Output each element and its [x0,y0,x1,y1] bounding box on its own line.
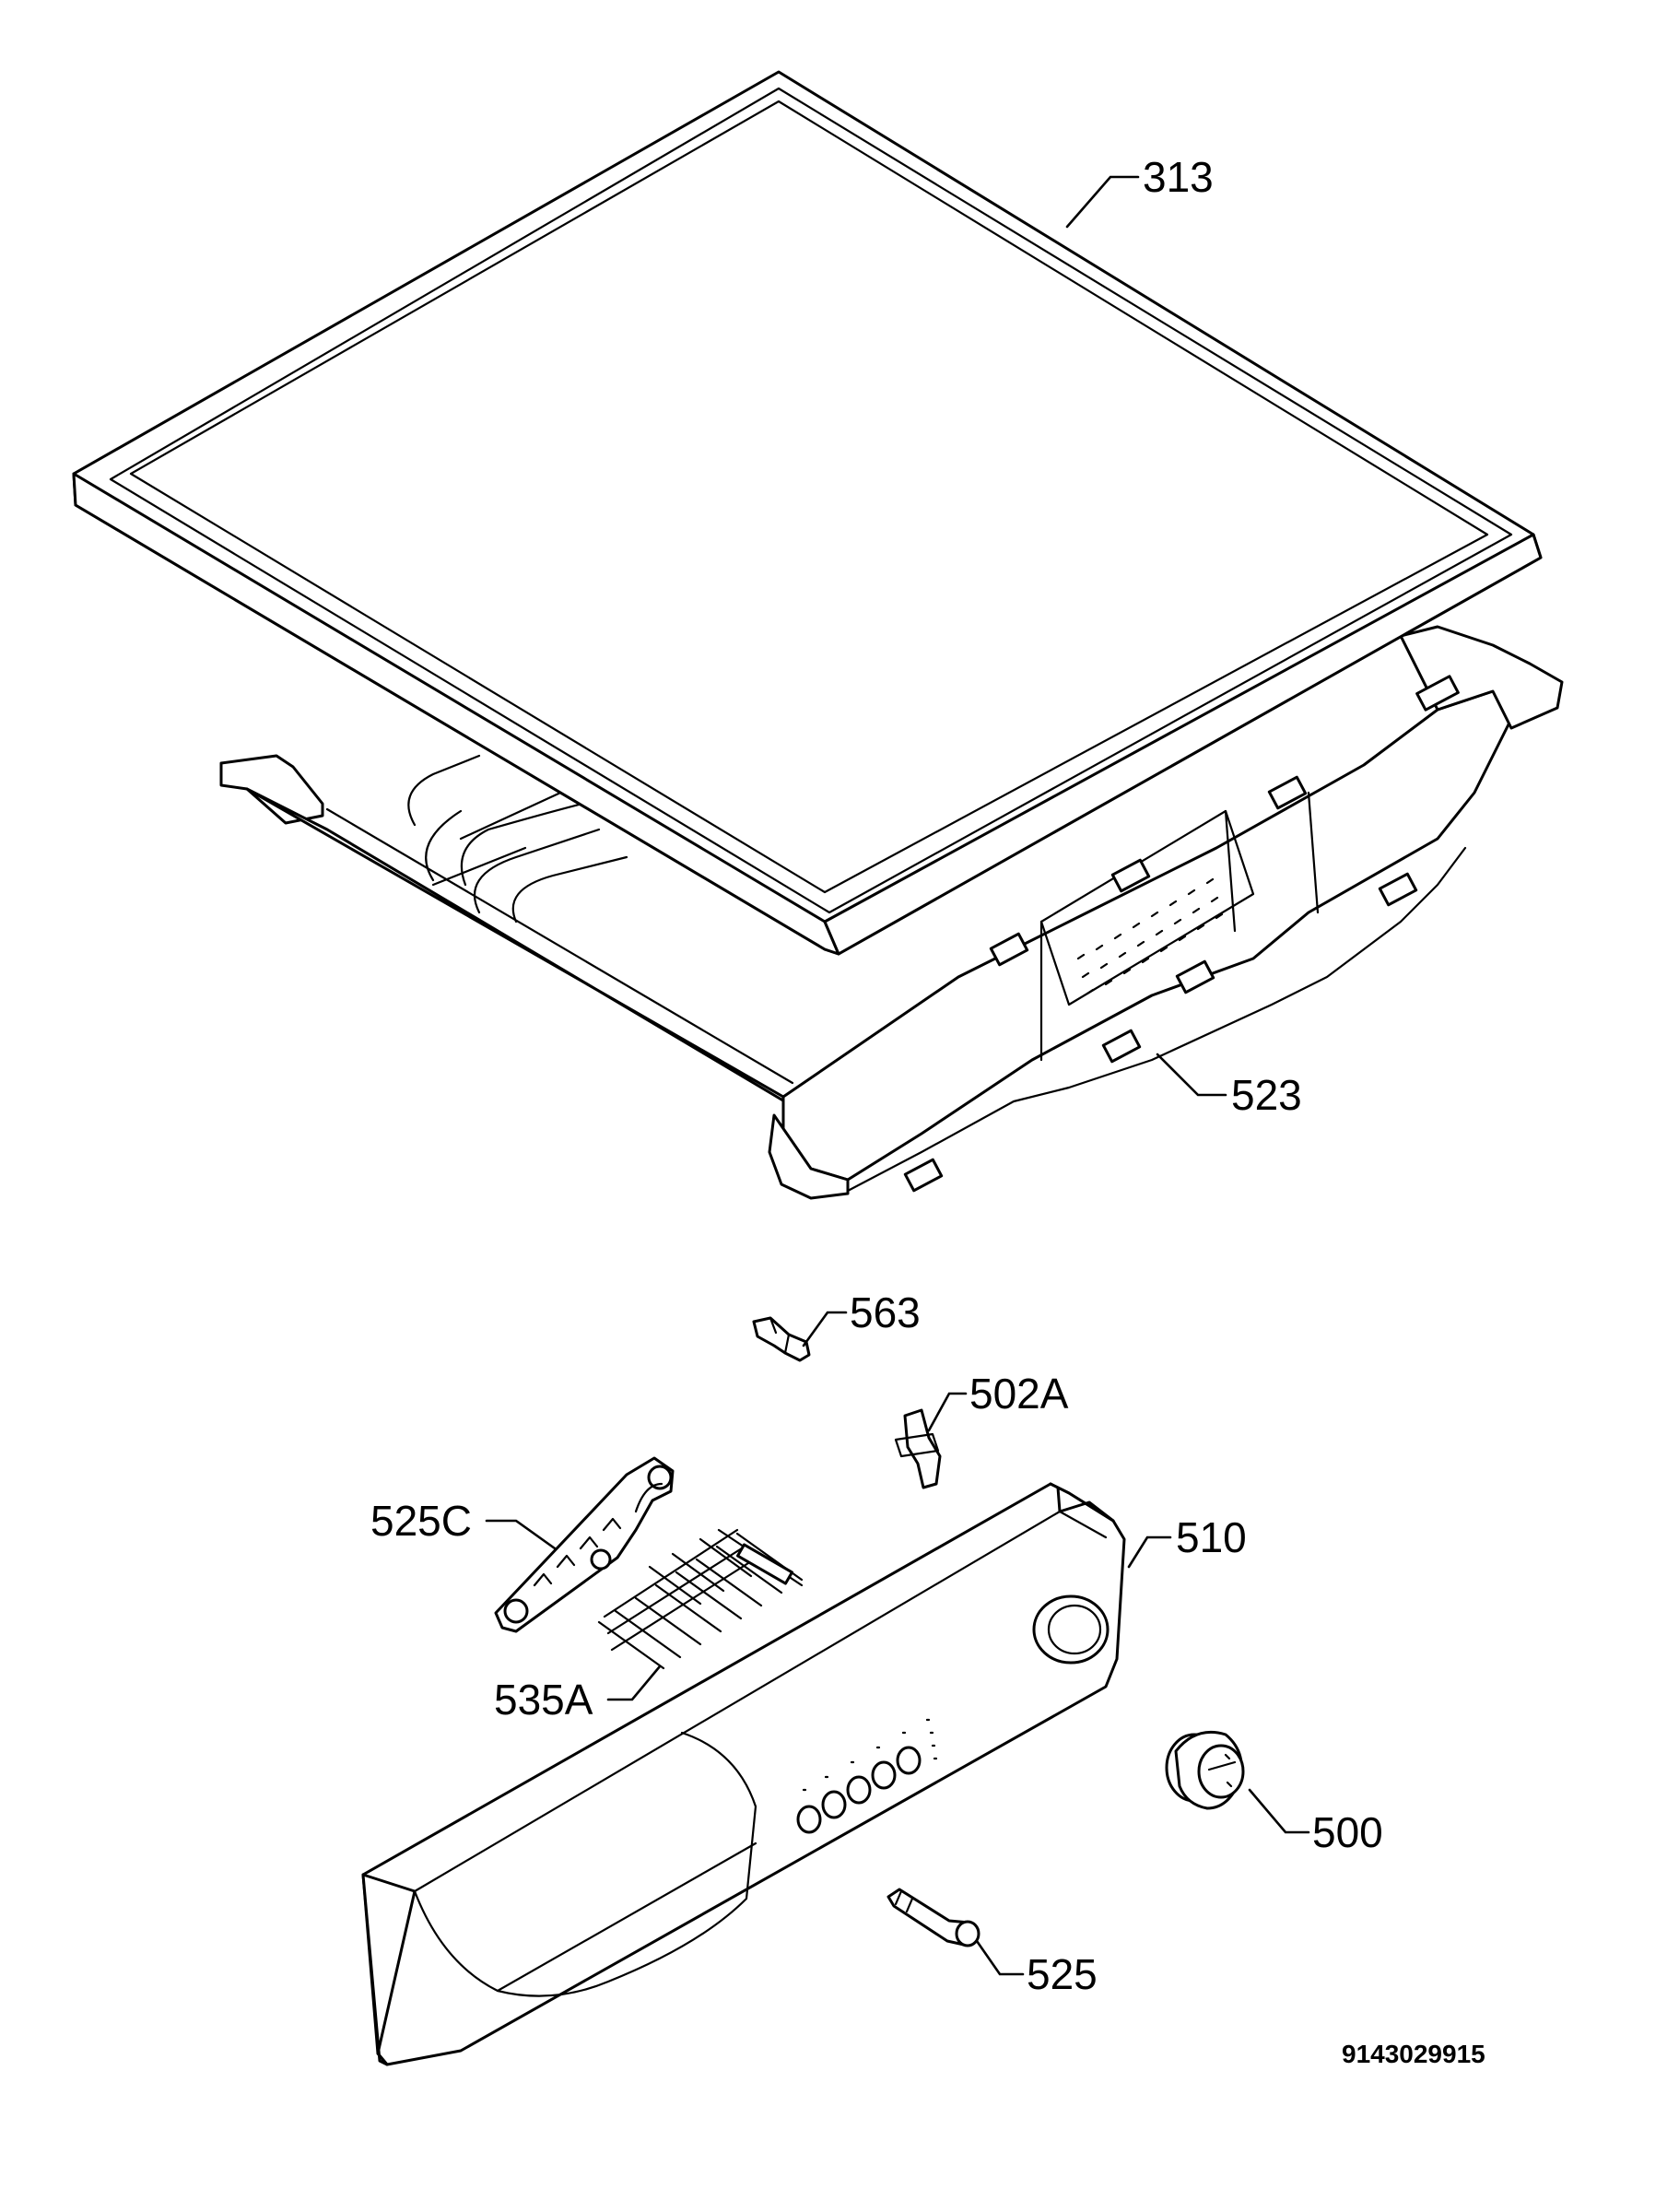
part-563-pin [752,1316,811,1362]
part-500-knob [1165,1730,1245,1810]
vent-holes [1076,877,1224,995]
part-525-rod [886,1888,980,1947]
callout-500: 500 [1312,1808,1383,1856]
callout-510: 510 [1176,1513,1247,1561]
callout-502A: 502A [969,1370,1069,1418]
callout-535A: 535A [494,1676,593,1724]
callout-525C: 525C [370,1497,472,1545]
document-number: 9143029915 [1342,2040,1485,2068]
callout-523: 523 [1231,1071,1302,1119]
callout-313: 313 [1143,153,1214,201]
part-510-control-fascia [361,1482,1126,2066]
part-525C-switch-bracket [494,1456,675,1633]
callout-525: 525 [1027,1950,1098,1998]
part-535A-push-rods [597,1528,804,1670]
part-523-panel-support [219,625,1564,1200]
part-313-top-cover [72,70,1543,956]
button-holes [796,1746,922,1834]
leader-lines [485,175,1310,1976]
callout-563: 563 [850,1288,921,1336]
callout-labels: 313 523 563 502A 525C 510 535A 500 525 9… [370,153,1485,2068]
part-502A-clip [894,1408,942,1489]
